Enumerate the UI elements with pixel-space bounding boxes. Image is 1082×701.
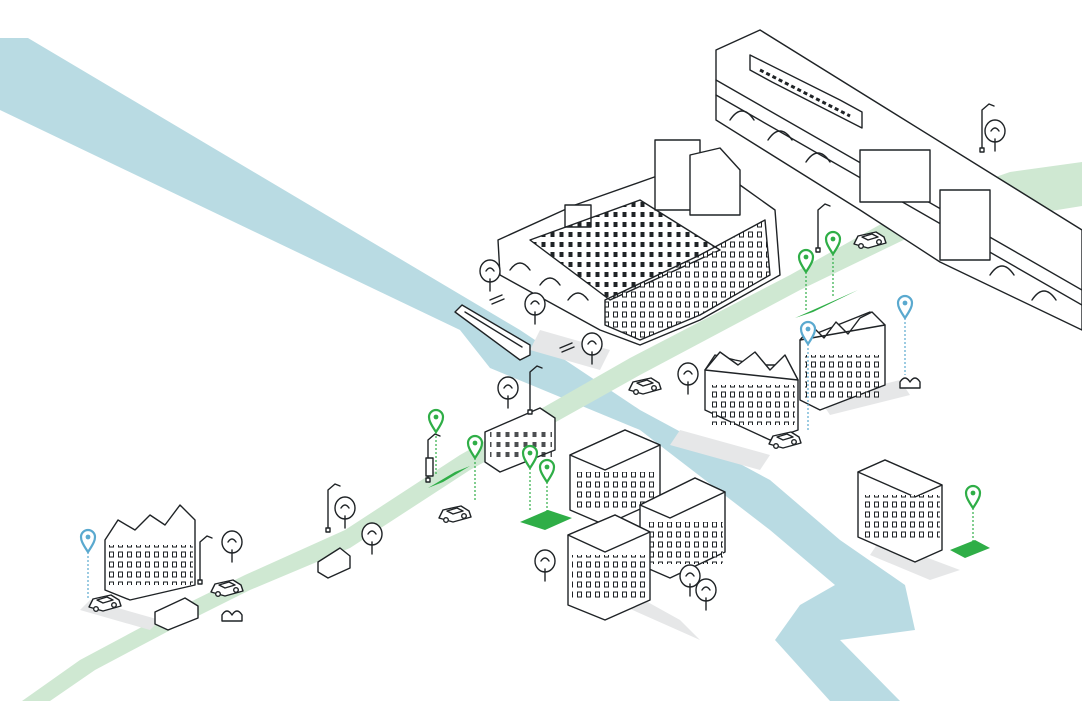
tree-icon	[334, 496, 356, 529]
van-icon	[317, 547, 351, 579]
street-lamp-icon	[197, 535, 213, 585]
tree-icon	[524, 292, 546, 325]
apartment-block	[569, 429, 661, 526]
boat-icon	[454, 304, 531, 361]
map-pins-blue	[79, 294, 914, 598]
map-pin-icon[interactable]	[896, 294, 914, 320]
terrace-houses-right	[799, 311, 886, 411]
map-pin-icon[interactable]	[964, 484, 982, 510]
ev-charger-icon	[425, 457, 434, 477]
tree-icon	[479, 259, 501, 292]
tree-icon	[361, 522, 383, 555]
train-icon	[749, 54, 863, 129]
apartment-block	[567, 514, 651, 621]
terrace-houses-middle	[704, 351, 799, 441]
map-pin-icon[interactable]	[538, 458, 556, 484]
tree-icon	[497, 376, 519, 409]
apartment-block	[857, 459, 943, 563]
tree-icon	[677, 362, 699, 395]
railway-viaduct	[715, 29, 1082, 331]
road	[22, 162, 1082, 701]
van-icon	[154, 597, 199, 631]
parking-bays	[428, 290, 990, 558]
car-icon	[628, 377, 662, 395]
map-pin-icon[interactable]	[521, 444, 539, 470]
map-pin-icon[interactable]	[427, 408, 445, 434]
car-icon	[438, 505, 472, 523]
terrace-houses-left	[104, 504, 196, 601]
apartment-block	[639, 477, 726, 579]
tree-icon	[984, 119, 1006, 152]
map-pin-icon[interactable]	[79, 528, 97, 554]
tree-icon	[221, 530, 243, 563]
bike-rack-icon	[221, 377, 921, 622]
historic-building	[497, 139, 781, 346]
tree-icon	[534, 549, 556, 582]
river	[0, 38, 915, 701]
map-pins-green	[427, 230, 982, 545]
tree-icon	[695, 578, 717, 611]
bench-icon	[489, 294, 575, 353]
